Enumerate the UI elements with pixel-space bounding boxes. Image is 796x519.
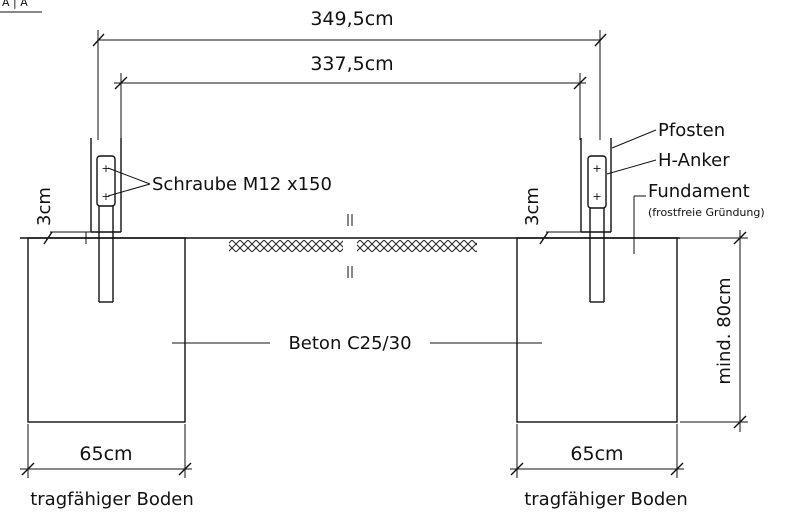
left-width-label: 65cm	[79, 443, 132, 465]
right-offset-label: 3cm	[522, 187, 543, 226]
concrete-callout: Beton C25/30	[172, 333, 542, 354]
right-width-label: 65cm	[570, 443, 623, 465]
soil-strip	[229, 214, 477, 278]
screw-label: Schraube M12 x150	[152, 174, 332, 195]
depth-dimension: mind. 80cm	[680, 230, 748, 432]
right-h-anchor	[587, 155, 607, 303]
right-foundation	[516, 237, 678, 423]
dimension-overall-label: 349,5cm	[310, 8, 393, 30]
svg-text:+: +	[101, 190, 110, 203]
left-h-anchor	[96, 155, 116, 303]
depth-label: mind. 80cm	[714, 277, 735, 384]
anchor-callout: H-Anker	[606, 150, 730, 175]
left-width-dimension: 65cm	[20, 424, 192, 478]
screw-callout: Schraube M12 x150	[107, 167, 332, 197]
dimension-inner-label: 337,5cm	[310, 53, 393, 75]
foundation-callout: Fundament (frostfreie Gründung)	[633, 181, 765, 254]
right-post	[580, 138, 612, 233]
left-offset-label: 3cm	[34, 187, 55, 226]
foundation-note: (frostfreie Gründung)	[648, 206, 765, 219]
section-label: A | A	[2, 0, 28, 9]
svg-text:+: +	[101, 162, 110, 175]
anchor-label: H-Anker	[658, 150, 730, 171]
left-foundation	[27, 237, 186, 423]
right-screw-icon: + +	[592, 162, 601, 203]
right-offset-dimension: 3cm	[522, 187, 582, 245]
post-label: Pfosten	[658, 120, 725, 141]
right-width-dimension: 65cm	[510, 424, 684, 478]
left-screw-icon: + +	[101, 162, 110, 203]
ground-label-left: tragfähiger Boden	[30, 489, 194, 510]
dimension-inner: 337,5cm	[114, 53, 587, 140]
left-post	[90, 138, 122, 233]
dimension-overall: 349,5cm	[92, 8, 607, 140]
ground-label-right: tragfähiger Boden	[524, 489, 688, 510]
concrete-label: Beton C25/30	[288, 333, 411, 354]
left-offset-dimension: 3cm	[34, 187, 92, 245]
post-callout: Pfosten	[611, 120, 725, 149]
foundation-label: Fundament	[648, 181, 750, 202]
svg-text:+: +	[592, 162, 601, 175]
svg-text:+: +	[592, 190, 601, 203]
